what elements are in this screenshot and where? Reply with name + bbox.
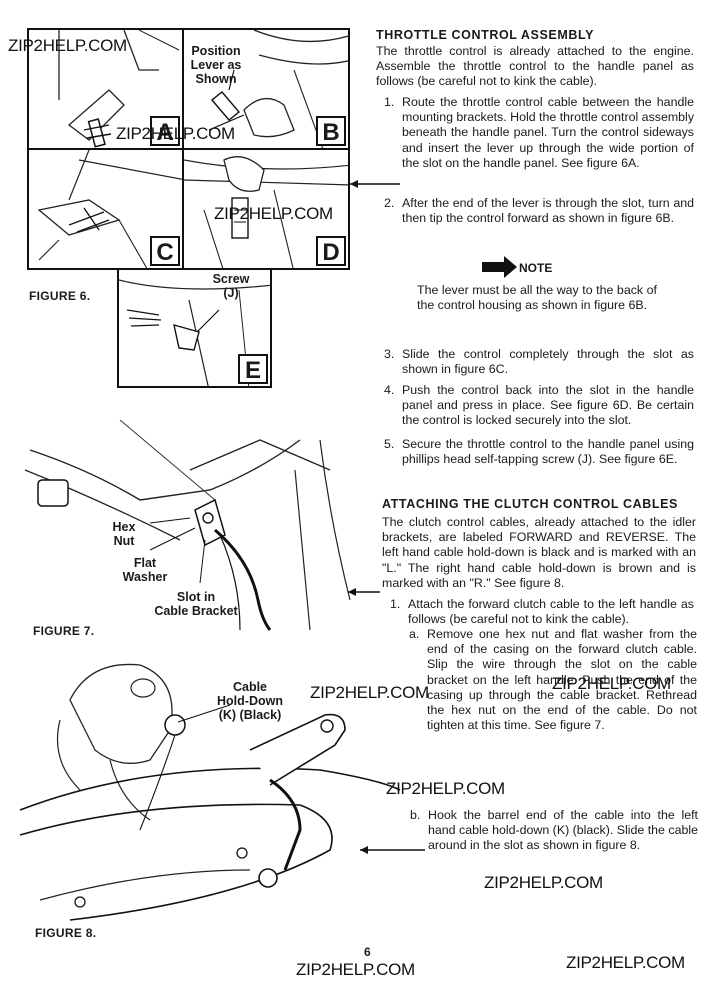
figure-8-caption: FIGURE 8. — [35, 926, 97, 940]
clutch-step-b: b. Hook the barrel end of the cable into… — [410, 808, 698, 854]
step-number: a. — [409, 627, 420, 641]
step-text: After the end of the lever is through th… — [402, 196, 694, 226]
step-number: 1. — [384, 95, 395, 109]
step-number: 5. — [384, 437, 395, 451]
throttle-step-4: 4. Push the control back into the slot i… — [384, 383, 694, 429]
figure-6-panel-e: Screw (J) E — [117, 268, 272, 388]
throttle-step-1: 1. Route the throttle control cable betw… — [384, 95, 695, 171]
figure-7-caption: FIGURE 7. — [33, 624, 95, 638]
step-text: Route the throttle control cable between… — [402, 95, 695, 170]
step-number: 4. — [384, 383, 395, 397]
panel-e-drawing — [119, 279, 270, 386]
step-number: 2. — [384, 196, 395, 210]
figure-6-panel-c: C — [27, 148, 184, 270]
panel-d-drawing — [184, 156, 348, 268]
watermark: ZIP2HELP.COM — [8, 36, 127, 55]
figure-6-panel-a: A — [27, 28, 184, 150]
callout-position-lever: Position Lever as Shown — [190, 44, 242, 86]
throttle-step-5: 5. Secure the throttle control to the ha… — [384, 437, 694, 467]
step-text: Attach the forward clutch cable to the l… — [408, 597, 694, 627]
watermark: ZIP2HELP.COM — [386, 779, 505, 798]
panel-b-drawing — [208, 30, 348, 148]
clutch-intro: The clutch control cables, already attac… — [382, 515, 696, 590]
step-number: 1. — [390, 597, 401, 611]
watermark: ZIP2HELP.COM — [566, 953, 685, 972]
step-text: Secure the throttle control to the handl… — [402, 437, 694, 467]
watermark: ZIP2HELP.COM — [116, 124, 235, 143]
panel-label-d: D — [316, 236, 346, 266]
figure-6-caption: FIGURE 6. — [29, 289, 91, 303]
throttle-intro: The throttle control is already attached… — [376, 44, 694, 89]
panel-label-e: E — [238, 354, 268, 384]
figure-6-panel-b: Position Lever as Shown B — [182, 28, 350, 150]
watermark: ZIP2HELP.COM — [296, 960, 415, 979]
throttle-step-3: 3. Slide the control completely through … — [384, 347, 694, 377]
callout-slot-in-cable-bracket: Slot in Cable Bracket — [154, 590, 238, 618]
step-text: Slide the control completely through the… — [402, 347, 694, 377]
watermark: ZIP2HELP.COM — [310, 683, 429, 702]
throttle-step-2: 2. After the end of the lever is through… — [384, 196, 694, 226]
panel-a-drawing — [58, 30, 180, 148]
note-text: The lever must be all the way to the bac… — [417, 283, 657, 313]
panel-label-c: C — [150, 236, 180, 266]
step-text: Hook the barrel end of the cable into th… — [428, 808, 698, 853]
panel-label-a: A — [150, 116, 180, 146]
clutch-heading: ATTACHING THE CLUTCH CONTROL CABLES — [382, 497, 678, 511]
step-number: b. — [410, 808, 421, 822]
step-number: 3. — [384, 347, 395, 361]
callout-screw-j: Screw (J) — [212, 272, 250, 300]
callout-flat-washer: Flat Washer — [122, 556, 168, 584]
step-text: Push the control back into the slot in t… — [402, 383, 694, 428]
step-text: Remove one hex nut and flat washer from … — [427, 627, 697, 733]
note-label: NOTE — [519, 261, 553, 275]
figure-6-panel-d: D — [182, 148, 350, 270]
watermark: ZIP2HELP.COM — [214, 204, 333, 223]
watermark: ZIP2HELP.COM — [484, 873, 603, 892]
page-number: 6 — [364, 945, 371, 959]
throttle-heading: THROTTLE CONTROL ASSEMBLY — [376, 28, 595, 42]
panel-c-drawing — [37, 150, 182, 268]
callout-cable-hold-down: Cable Hold-Down (K) (Black) — [217, 680, 283, 722]
panel-label-b: B — [316, 116, 346, 146]
clutch-step-a: a. Remove one hex nut and flat washer fr… — [409, 627, 697, 733]
watermark: ZIP2HELP.COM — [552, 674, 671, 693]
clutch-step-1: 1. Attach the forward clutch cable to th… — [390, 597, 694, 627]
callout-hex-nut: Hex Nut — [112, 520, 136, 548]
